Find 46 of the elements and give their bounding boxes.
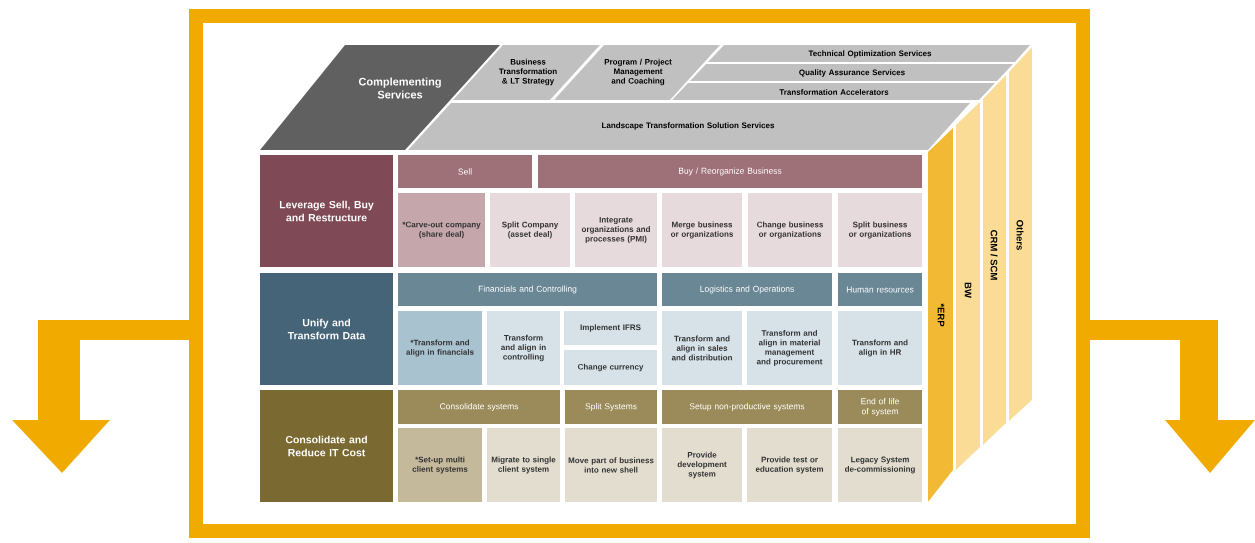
task-box: *Transform and align in financials bbox=[398, 311, 482, 385]
category-bar: End of life of system bbox=[838, 390, 922, 424]
task-box: Transform and align in sales and distribution bbox=[662, 311, 742, 385]
service-band: Business Transformation & LT Strategy bbox=[453, 45, 600, 100]
category-bar: Consolidate systems bbox=[398, 390, 560, 424]
node-label: Business Transformation & LT Strategy bbox=[498, 58, 557, 86]
row-header-box: Unify and Transform Data bbox=[260, 273, 393, 385]
service-band: Transformation Accelerators bbox=[672, 83, 995, 100]
task-box: Move part of business into new shell bbox=[565, 428, 657, 502]
row-header-box: Leverage Sell, Buy and Restructure bbox=[260, 155, 393, 267]
task-box: Integrate organizations and processes (PMI) bbox=[575, 193, 657, 267]
task-box: Provide development system bbox=[662, 428, 742, 502]
system-column: *ERP bbox=[928, 128, 953, 502]
heading-parallelogram: Complementing Services bbox=[260, 45, 500, 150]
category-bar: Financials and Controlling bbox=[398, 273, 657, 306]
task-box: Merge business or organizations bbox=[662, 193, 742, 267]
task-box: Implement IFRS bbox=[564, 311, 657, 345]
task-box: Change business or organizations bbox=[748, 193, 832, 267]
service-band: Quality Assurance Services bbox=[690, 64, 1013, 81]
task-box: Legacy System de-commissioning bbox=[838, 428, 922, 502]
category-bar: Buy / Reorganize Business bbox=[538, 155, 922, 188]
task-box: Transform and align in HR bbox=[838, 311, 922, 385]
task-box: Split Company (asset deal) bbox=[490, 193, 570, 267]
system-column: CRM / SCM bbox=[983, 75, 1006, 445]
task-box: Split business or organizations bbox=[838, 193, 922, 267]
task-box: Transform and align in material management and procurement bbox=[747, 311, 832, 385]
task-box: *Carve-out company (share deal) bbox=[398, 193, 485, 267]
task-box: *Set-up multi client systems bbox=[398, 428, 482, 502]
category-bar: Human resources bbox=[838, 273, 922, 306]
category-bar: Setup non-productive systems bbox=[662, 390, 832, 424]
task-box: Migrate to single client system bbox=[487, 428, 560, 502]
row-header-box: Consolidate and Reduce IT Cost bbox=[260, 390, 393, 502]
category-bar: Sell bbox=[398, 155, 532, 188]
category-bar: Split Systems bbox=[565, 390, 657, 424]
system-column: Others bbox=[1009, 47, 1032, 421]
task-box: Provide test or education system bbox=[747, 428, 832, 502]
task-box: Change currency bbox=[564, 350, 657, 385]
node-label: Quality Assurance Services bbox=[799, 69, 905, 77]
system-column: BW bbox=[956, 102, 980, 470]
task-box: Transform and align in controlling bbox=[487, 311, 560, 385]
node-label: Transformation Accelerators bbox=[779, 89, 889, 95]
service-band: Technical Optimization Services bbox=[708, 45, 1030, 62]
service-band: Landscape Transformation Solution Services bbox=[408, 103, 970, 150]
node-label: Program / Project Management and Coaching bbox=[604, 58, 672, 86]
category-bar: Logistics and Operations bbox=[662, 273, 832, 306]
node-label: Technical Optimization Services bbox=[808, 50, 932, 58]
